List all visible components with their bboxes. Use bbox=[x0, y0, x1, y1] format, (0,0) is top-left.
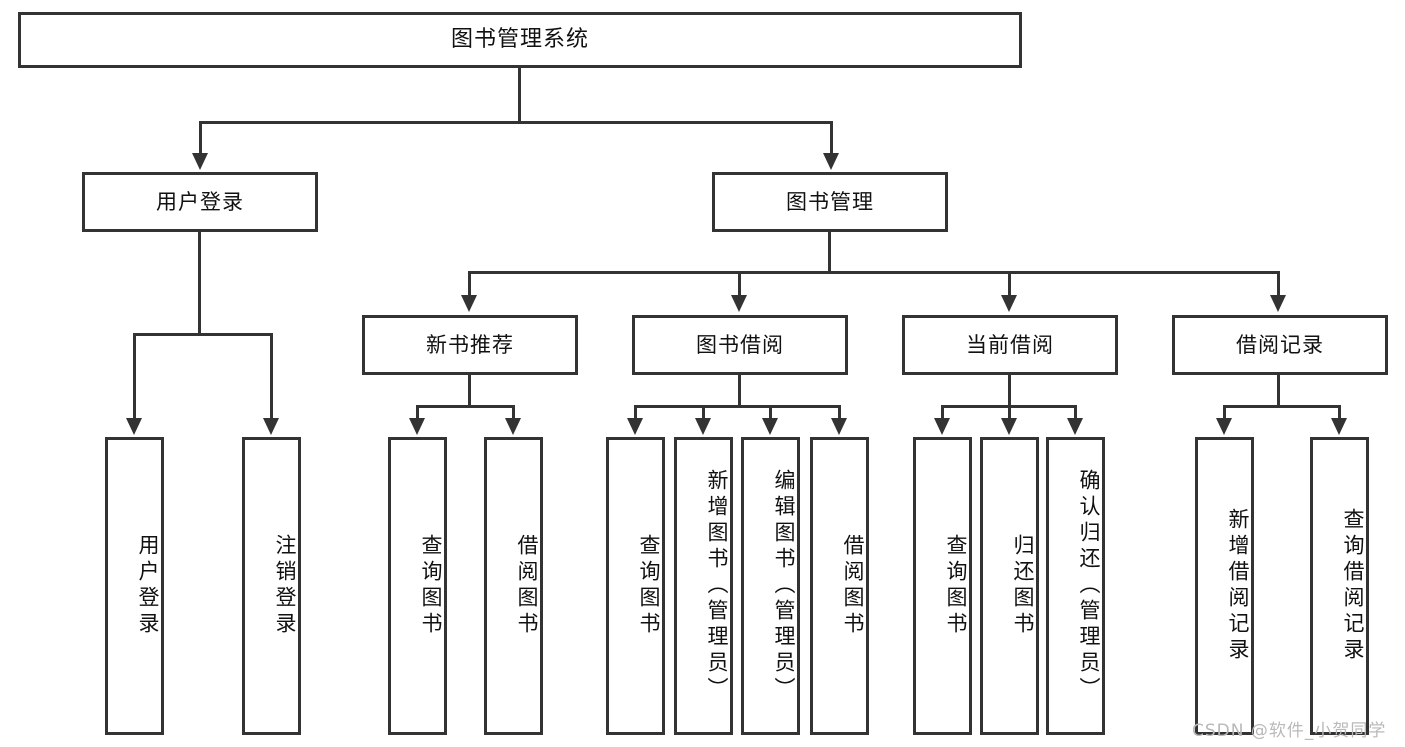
connector-root-to-user-login bbox=[199, 121, 202, 153]
leaf-new-book-borrow-book[interactable]: 借阅图书 bbox=[484, 437, 543, 735]
arrow-bb-to-leaf-4 bbox=[831, 418, 847, 435]
node-label: 图书管理 bbox=[786, 189, 874, 214]
connector-nb-to-leaf-2 bbox=[512, 405, 515, 418]
connector-bm-to-book-borrow bbox=[738, 271, 741, 295]
leaf-book-borrow-edit-book[interactable]: 编辑图书（管理员） bbox=[741, 437, 800, 735]
connector-bb-to-leaf-2 bbox=[702, 405, 705, 418]
arrow-br-to-leaf-2 bbox=[1331, 418, 1347, 435]
node-root-book-management-system[interactable]: 图书管理系统 bbox=[18, 12, 1022, 68]
node-label: 图书借阅 bbox=[696, 332, 784, 357]
leaf-book-borrow-borrow-book[interactable]: 借阅图书 bbox=[810, 437, 869, 735]
connector-br-to-leaf-1 bbox=[1223, 405, 1226, 418]
node-label: 图书管理系统 bbox=[450, 27, 589, 53]
arrow-bb-to-leaf-2 bbox=[695, 418, 711, 435]
connector-br-to-leaf-2 bbox=[1338, 405, 1341, 418]
node-label: 新增图书（管理员） bbox=[705, 469, 729, 703]
leaf-book-borrow-query-book[interactable]: 查询图书 bbox=[606, 437, 665, 735]
arrow-bm-to-new-book bbox=[461, 295, 477, 312]
node-book-management[interactable]: 图书管理 bbox=[712, 172, 948, 232]
node-new-book-recommend[interactable]: 新书推荐 bbox=[362, 315, 578, 375]
node-label: 借阅记录 bbox=[1236, 332, 1324, 357]
connector-user-login-to-leaf-2 bbox=[270, 333, 273, 418]
leaf-user-login-logout[interactable]: 注销登录 bbox=[242, 437, 301, 735]
node-user-login[interactable]: 用户登录 bbox=[82, 172, 318, 232]
node-borrow-record[interactable]: 借阅记录 bbox=[1172, 315, 1388, 375]
node-label: 归还图书 bbox=[1011, 534, 1035, 638]
node-label: 当前借阅 bbox=[966, 332, 1054, 357]
node-label: 确认归还（管理员） bbox=[1077, 469, 1101, 703]
arrow-root-to-user-login bbox=[192, 153, 208, 170]
node-label: 用户登录 bbox=[136, 534, 160, 638]
connector-bb-to-leaf-3 bbox=[769, 405, 772, 418]
leaf-new-book-query-book[interactable]: 查询图书 bbox=[388, 437, 447, 735]
node-label: 查询图书 bbox=[419, 534, 443, 638]
arrow-root-to-book-management bbox=[823, 153, 839, 170]
connector-user-login-to-leaf-1 bbox=[133, 333, 136, 418]
node-label: 编辑图书（管理员） bbox=[772, 469, 796, 703]
leaf-current-borrow-return-book[interactable]: 归还图书 bbox=[980, 437, 1039, 735]
connector-bb-to-leaf-1 bbox=[634, 405, 637, 418]
node-label: 借阅图书 bbox=[841, 534, 865, 638]
arrow-user-login-to-leaf-1 bbox=[126, 418, 142, 435]
connector-root-bus bbox=[199, 121, 833, 124]
connector-bb-to-leaf-4 bbox=[838, 405, 841, 418]
connector-new-book-stem bbox=[468, 375, 471, 408]
connector-cb-to-leaf-2 bbox=[1008, 405, 1011, 418]
connector-user-login-bus bbox=[133, 333, 273, 336]
arrow-nb-to-leaf-1 bbox=[409, 418, 425, 435]
node-label: 新书推荐 bbox=[426, 332, 514, 357]
connector-bm-to-current-borrow bbox=[1008, 271, 1011, 295]
arrow-nb-to-leaf-2 bbox=[505, 418, 521, 435]
leaf-user-login-login[interactable]: 用户登录 bbox=[105, 437, 164, 735]
connector-user-login-stem bbox=[198, 232, 201, 336]
arrow-cb-to-leaf-2 bbox=[1001, 418, 1017, 435]
leaf-borrow-record-query-record[interactable]: 查询借阅记录 bbox=[1310, 437, 1369, 735]
node-label: 注销登录 bbox=[273, 534, 297, 638]
arrow-cb-to-leaf-3 bbox=[1067, 418, 1083, 435]
arrow-user-login-to-leaf-2 bbox=[263, 418, 279, 435]
arrow-cb-to-leaf-1 bbox=[934, 418, 950, 435]
connector-book-borrow-bus bbox=[634, 405, 839, 408]
leaf-current-borrow-confirm-return[interactable]: 确认归还（管理员） bbox=[1046, 437, 1105, 735]
node-label: 新增借阅记录 bbox=[1226, 508, 1250, 664]
node-label: 借阅图书 bbox=[515, 534, 539, 638]
node-label: 用户登录 bbox=[156, 189, 244, 214]
node-book-borrow[interactable]: 图书借阅 bbox=[632, 315, 848, 375]
connector-root-stem bbox=[518, 68, 521, 124]
node-label: 查询图书 bbox=[944, 534, 968, 638]
arrow-bb-to-leaf-1 bbox=[627, 418, 643, 435]
node-label: 查询借阅记录 bbox=[1341, 508, 1365, 664]
arrow-br-to-leaf-1 bbox=[1216, 418, 1232, 435]
connector-current-borrow-stem bbox=[1008, 375, 1011, 408]
connector-new-book-bus bbox=[416, 405, 515, 408]
connector-book-management-stem bbox=[828, 232, 831, 274]
arrow-bb-to-leaf-3 bbox=[762, 418, 778, 435]
arrow-bm-to-borrow-record bbox=[1270, 295, 1286, 312]
connector-borrow-record-stem bbox=[1277, 375, 1280, 408]
leaf-borrow-record-add-record[interactable]: 新增借阅记录 bbox=[1195, 437, 1254, 735]
connector-borrow-record-bus bbox=[1223, 405, 1341, 408]
connector-bm-to-new-book bbox=[468, 271, 471, 295]
arrow-bm-to-current-borrow bbox=[1001, 295, 1017, 312]
connector-bm-to-borrow-record bbox=[1277, 271, 1280, 295]
connector-cb-to-leaf-3 bbox=[1074, 405, 1077, 418]
leaf-current-borrow-query-book[interactable]: 查询图书 bbox=[913, 437, 972, 735]
connector-nb-to-leaf-1 bbox=[416, 405, 419, 418]
arrow-bm-to-book-borrow bbox=[731, 295, 747, 312]
node-label: 查询图书 bbox=[637, 534, 661, 638]
connector-book-borrow-stem bbox=[738, 375, 741, 408]
connector-cb-to-leaf-1 bbox=[941, 405, 944, 418]
csdn-watermark: CSDN @软件_小贺同学 bbox=[1192, 721, 1387, 741]
connector-book-management-bus bbox=[468, 271, 1280, 274]
connector-root-to-book-management bbox=[830, 121, 833, 153]
node-current-borrow[interactable]: 当前借阅 bbox=[902, 315, 1118, 375]
leaf-book-borrow-add-book[interactable]: 新增图书（管理员） bbox=[674, 437, 733, 735]
